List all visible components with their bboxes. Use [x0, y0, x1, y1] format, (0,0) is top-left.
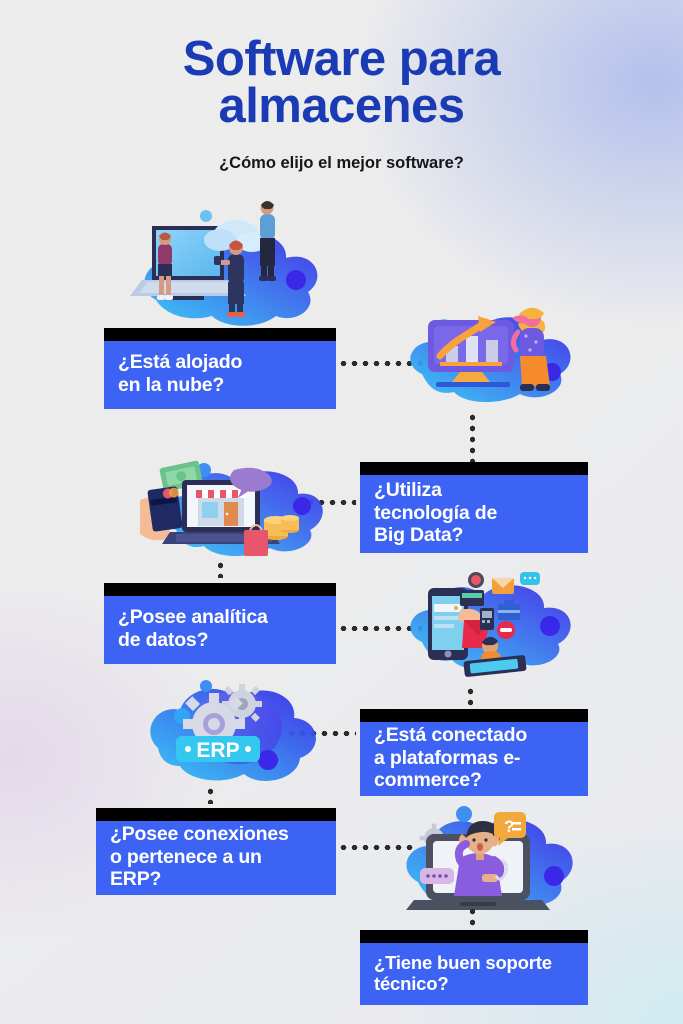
connector-dots-analytics-to-ecommerce [338, 626, 422, 631]
question-card-ecommerce[interactable]: ¿Está conectado a plataformas e- commerc… [360, 709, 588, 796]
card-line: técnico? [374, 973, 449, 994]
page-title: Software para almacenes [0, 0, 683, 130]
card-line: ¿Posee conexiones [110, 823, 289, 846]
question-card-erp[interactable]: ¿Posee conexiones o pertenece a un ERP? [96, 808, 336, 895]
card-line: tecnología de [374, 501, 498, 524]
connector-dots-analytics-to-bigdata [294, 500, 356, 505]
card-line: a plataformas e- [374, 746, 521, 769]
big-data-chart-illustration [400, 292, 585, 412]
page-title-line-1: Software para [182, 32, 501, 86]
card-top-bar [104, 328, 336, 341]
card-text: ¿Está alojado en la nube? [104, 341, 336, 409]
support-question-label: ? [504, 817, 514, 836]
connector-dots-cloud-to-bigdata [338, 361, 422, 366]
connector-dots-ecommerce-vertical [468, 686, 473, 712]
connector-dots-erp-vertical [208, 786, 213, 804]
connector-dots-store-vertical [218, 560, 223, 578]
card-text: ¿Posee analítica de datos? [104, 596, 336, 664]
card-line: o pertenece a un [110, 845, 262, 868]
question-card-bigdata[interactable]: ¿Utiliza tecnología de Big Data? [360, 462, 588, 553]
header: Software para almacenes ¿Cómo elijo el m… [0, 0, 683, 173]
card-text: ¿Está conectado a plataformas e- commerc… [360, 722, 588, 796]
connector-dots-erp-to-support [338, 845, 414, 850]
card-top-bar [96, 808, 336, 821]
card-line: de datos? [118, 629, 209, 651]
card-line: en la nube? [118, 374, 225, 396]
card-line: ¿Posee analítica [118, 606, 268, 629]
question-card-analytics[interactable]: ¿Posee analítica de datos? [104, 583, 336, 664]
connector-dots-erp-to-ecommerce [286, 731, 356, 736]
card-line: Big Data? [374, 524, 464, 547]
card-line: ¿Está alojado [118, 351, 243, 374]
erp-gears-illustration: ERP [148, 676, 328, 798]
card-top-bar [360, 930, 588, 943]
mobile-shopping-illustration [398, 562, 588, 686]
card-top-bar [104, 583, 336, 596]
online-store-laptop-illustration [140, 444, 328, 570]
page-subtitle: ¿Cómo elijo el mejor software? [219, 154, 464, 173]
card-line: commerce? [374, 769, 482, 792]
card-top-bar [360, 709, 588, 722]
question-card-cloud[interactable]: ¿Está alojado en la nube? [104, 328, 336, 409]
page-title-line-2: almacenes [218, 79, 465, 134]
card-text: ¿Posee conexiones o pertenece a un ERP? [96, 821, 336, 895]
cloud-computing-illustration [128, 192, 343, 332]
card-line: ¿Está conectado [374, 724, 528, 747]
card-text: ¿Tiene buen soporte técnico? [360, 943, 588, 1005]
tech-support-illustration: ? [398, 798, 590, 928]
connector-dots-bigdata-vertical [470, 412, 475, 464]
card-line: ¿Tiene buen soporte [374, 951, 552, 973]
card-top-bar [360, 462, 588, 475]
card-line: ERP? [110, 868, 162, 891]
erp-badge-label: ERP [196, 739, 239, 762]
card-text: ¿Utiliza tecnología de Big Data? [360, 475, 588, 553]
card-line: ¿Utiliza [374, 479, 442, 502]
connector-dots-support-vertical [470, 906, 475, 932]
question-card-support[interactable]: ¿Tiene buen soporte técnico? [360, 930, 588, 1005]
